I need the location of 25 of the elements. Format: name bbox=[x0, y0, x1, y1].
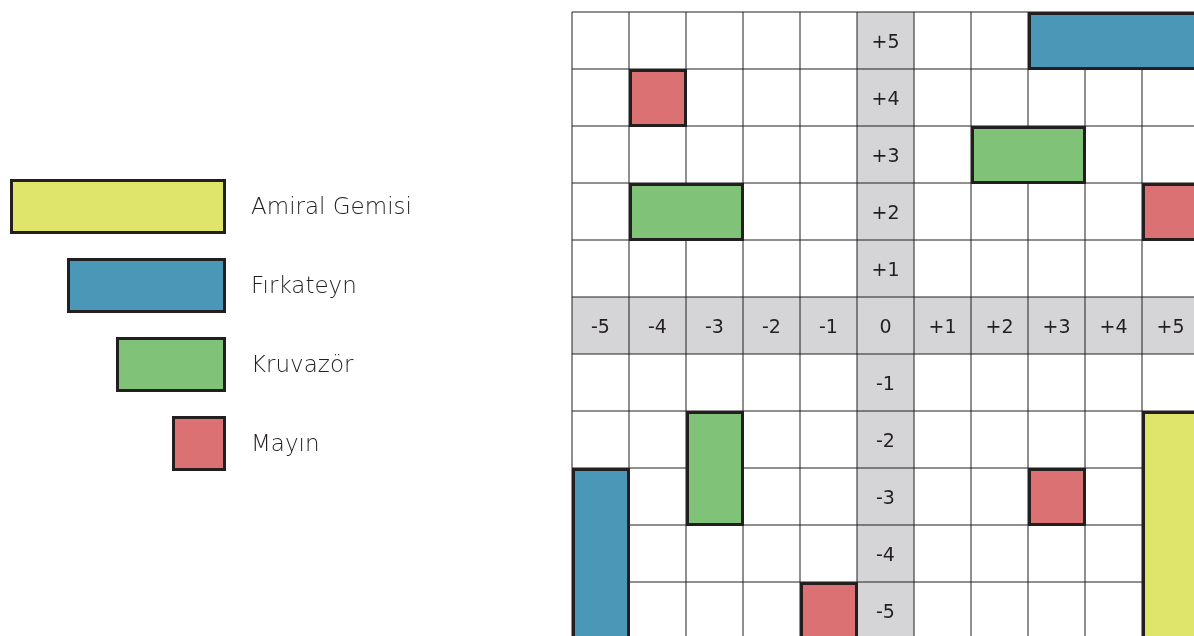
axis-label: +1 bbox=[870, 256, 901, 282]
axis-label: -1 bbox=[818, 313, 839, 339]
axis-label: -3 bbox=[704, 313, 725, 339]
legend-label: Amiral Gemisi bbox=[251, 192, 412, 221]
legend-label: Mayın bbox=[251, 429, 320, 458]
axis-label: +3 bbox=[870, 142, 901, 168]
axis-label: +2 bbox=[870, 199, 901, 225]
axis-label: -4 bbox=[647, 313, 668, 339]
axis-label: +3 bbox=[1041, 313, 1072, 339]
axis-label: -2 bbox=[761, 313, 782, 339]
axis-label: +1 bbox=[927, 313, 958, 339]
axis-label: 0 bbox=[878, 313, 893, 339]
axis-label: +5 bbox=[870, 28, 901, 54]
axis-label: +4 bbox=[870, 85, 901, 111]
axis-label: +4 bbox=[1098, 313, 1129, 339]
legend-label: Fırkateyn bbox=[251, 271, 357, 300]
axis-label: -4 bbox=[875, 541, 896, 567]
axis-label: -2 bbox=[875, 427, 896, 453]
axis-label: -5 bbox=[590, 313, 611, 339]
axis-label: -1 bbox=[875, 370, 896, 396]
axis-label: +2 bbox=[984, 313, 1015, 339]
axis-label: -5 bbox=[875, 598, 896, 624]
axis-label: +5 bbox=[1155, 313, 1186, 339]
legend-label: Kruvazör bbox=[251, 350, 354, 379]
axis-label: -3 bbox=[875, 484, 896, 510]
